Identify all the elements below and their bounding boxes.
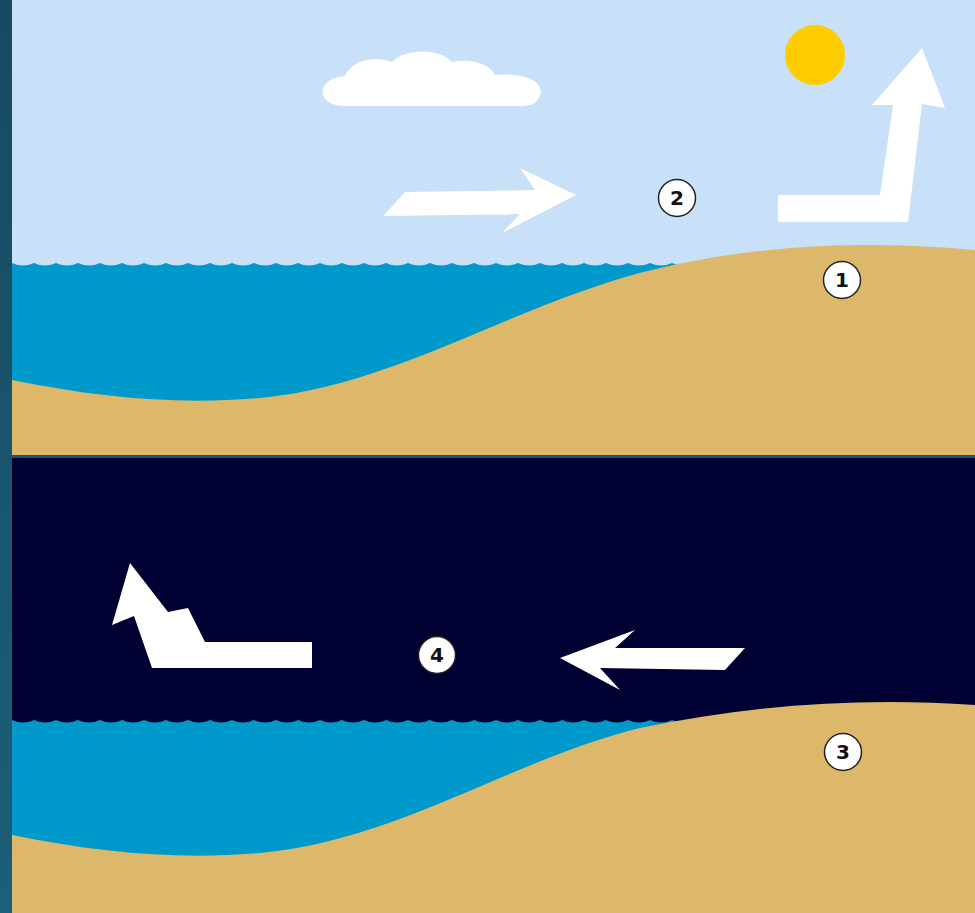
sun (785, 25, 845, 85)
moon (824, 494, 840, 526)
day-sky (12, 0, 975, 455)
callout-number: 2 (657, 178, 697, 218)
callout-circle: 2 (657, 178, 697, 218)
sea-breeze-arrow (383, 168, 576, 233)
cloud (323, 52, 541, 107)
callout-number: 1 (822, 260, 862, 300)
callout-number: 4 (417, 635, 457, 675)
night-land (12, 702, 975, 913)
callout-circle: 4 (417, 635, 457, 675)
rising-air-arrow (112, 563, 312, 668)
callout-circle: 3 (823, 732, 863, 772)
callout-circle: 1 (822, 260, 862, 300)
callout-number: 3 (823, 732, 863, 772)
day-land (12, 245, 975, 455)
rising-air-arrow (778, 48, 945, 222)
night-sky (12, 458, 975, 913)
land-breeze-arrow (560, 630, 745, 690)
